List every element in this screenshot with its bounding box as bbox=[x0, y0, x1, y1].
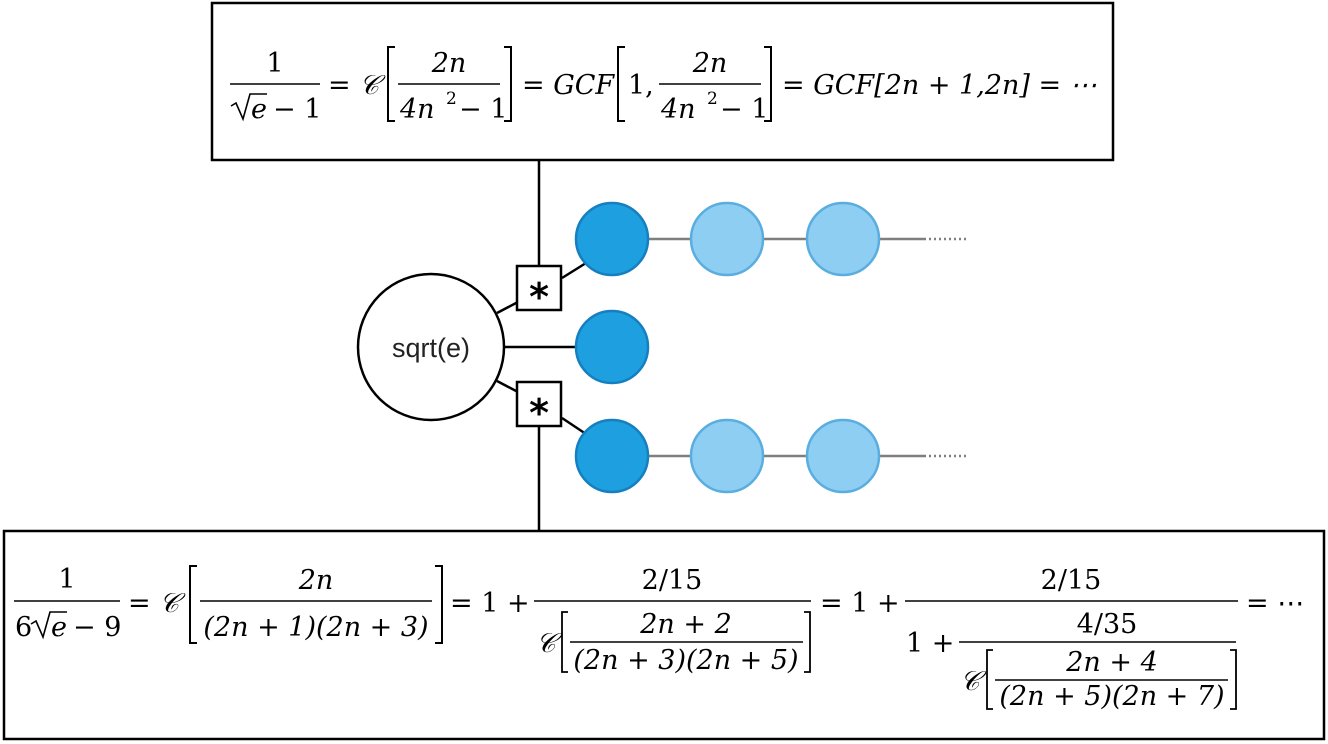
middle-chain bbox=[574, 309, 650, 385]
star-operator-top: * bbox=[515, 264, 563, 319]
top-formula-tail: = GCF[2n + 1,2n] = ⋯ bbox=[782, 70, 1097, 101]
bottom-cf-numerator: 2n bbox=[298, 565, 334, 596]
bottom-bracket-left-3 bbox=[986, 649, 993, 710]
top-lhs-numerator: 1 bbox=[266, 48, 283, 79]
connector-star-top-to-chain bbox=[561, 261, 587, 280]
bottom-lhs-den-rest: − 9 bbox=[73, 612, 121, 643]
bottom-bracket-left-2 bbox=[561, 611, 568, 673]
top-lhs-radical-sign bbox=[230, 93, 267, 122]
top-cf-den-exp: 2 bbox=[446, 89, 457, 109]
star-box-bottom bbox=[515, 380, 563, 428]
top-gcf-first: 1, bbox=[628, 70, 654, 101]
top-cf-den-b: − 1 bbox=[459, 94, 507, 125]
top-eq-c: = 𝒞 bbox=[328, 70, 386, 101]
top-bracket-right-2 bbox=[764, 46, 772, 122]
top-gcf-den-a: 4n bbox=[660, 94, 696, 125]
top-gcf-numerator: 2n bbox=[692, 48, 728, 79]
top-bracket-left-2 bbox=[617, 46, 625, 122]
center-node: sqrt(e) bbox=[356, 272, 506, 422]
chain-node-dark bbox=[574, 201, 650, 277]
center-node-label: sqrt(e) bbox=[392, 333, 470, 363]
bottom-formula-frame bbox=[2, 529, 1326, 741]
chain-node-light bbox=[805, 418, 881, 494]
top-bracket-left-1 bbox=[387, 46, 395, 122]
asterisk-icon: * bbox=[529, 275, 549, 319]
bottom-lhs-numerator: 1 bbox=[58, 564, 75, 595]
bottom-eq-c: = 𝒞 bbox=[128, 588, 186, 619]
top-formula-frame bbox=[210, 1, 1115, 162]
connector-star-bottom-to-chain bbox=[561, 416, 587, 436]
center-node-circle bbox=[356, 272, 506, 422]
bottom-f3-inner-numerator: 2n + 4 bbox=[1065, 647, 1158, 678]
bottom-chain bbox=[574, 418, 881, 494]
star-box-top bbox=[515, 264, 563, 312]
bottom-f3-one-plus: 1 + bbox=[906, 628, 954, 659]
bottom-bracket-right-2 bbox=[804, 611, 811, 673]
top-lhs-radicand: e bbox=[251, 94, 267, 125]
bottom-f3-inner-denominator: (2n + 5)(2n + 7) bbox=[999, 681, 1224, 712]
bottom-f3-numerator: 2/15 bbox=[1041, 565, 1102, 596]
bottom-cf-denominator: (2n + 1)(2n + 3) bbox=[203, 612, 428, 643]
top-chain bbox=[574, 201, 881, 277]
star-operator-bottom: * bbox=[515, 380, 563, 435]
chain-node-light bbox=[805, 201, 881, 277]
bottom-f3-sub-numerator: 4/35 bbox=[1077, 609, 1138, 640]
connector-sqrt-to-star-bottom bbox=[496, 379, 519, 394]
bottom-formula-tail: = ⋯ bbox=[1246, 588, 1304, 619]
top-cf-numerator: 2n bbox=[431, 48, 467, 79]
connector-sqrt-to-star-top bbox=[496, 300, 519, 315]
chain-node-light bbox=[689, 201, 765, 277]
top-lhs-den-rest: − 1 bbox=[273, 94, 321, 125]
chain-links bbox=[648, 237, 968, 458]
bottom-lhs-radical-sign bbox=[30, 611, 67, 640]
bottom-lhs-radicand: e bbox=[51, 612, 67, 643]
bottom-eq-one-plus-1: = 1 + bbox=[450, 588, 530, 619]
bottom-f2-numerator: 2/15 bbox=[642, 565, 703, 596]
bottom-f2-inner-denominator: (2n + 3)(2n + 5) bbox=[573, 645, 798, 676]
bottom-formula-box: 1 6 e − 9 = 𝒞 2n (2n + 1)(2n + 3) = 1 + … bbox=[2, 529, 1326, 741]
bottom-bracket-left-1 bbox=[189, 565, 197, 644]
top-cf-den-a: 4n bbox=[399, 94, 435, 125]
top-bracket-right-1 bbox=[504, 46, 512, 122]
bottom-eq-one-plus-2: = 1 + bbox=[820, 588, 900, 619]
connectors bbox=[496, 160, 587, 531]
chain-node-light bbox=[689, 418, 765, 494]
bottom-lhs-den-a: 6 bbox=[15, 612, 32, 643]
chain-node-dark bbox=[574, 418, 650, 494]
top-gcf-den-b: − 1 bbox=[720, 94, 768, 125]
top-eq-gcf: = GCF bbox=[522, 70, 615, 101]
bottom-bracket-right-3 bbox=[1230, 649, 1237, 710]
asterisk-icon: * bbox=[529, 391, 549, 435]
top-gcf-den-exp: 2 bbox=[707, 89, 718, 109]
chain-node-dark bbox=[574, 309, 650, 385]
bottom-f2-inner-numerator: 2n + 2 bbox=[639, 609, 732, 640]
top-formula-box: 1 e − 1 = 𝒞 2n 4n 2 − 1 = GCF 1, 2n 4n 2… bbox=[210, 1, 1115, 162]
bottom-bracket-right-1 bbox=[435, 565, 443, 644]
